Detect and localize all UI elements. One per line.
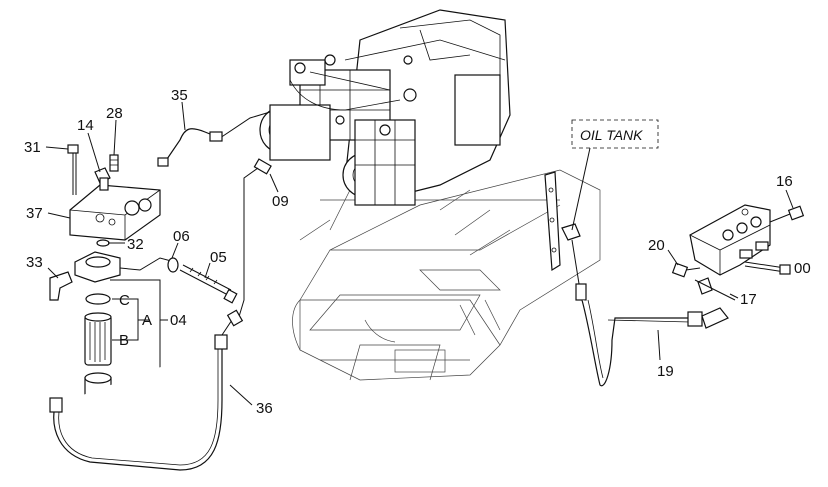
hydraulic-pump-assembly <box>259 9 511 206</box>
filter-seal-c <box>85 293 111 305</box>
hose-19 <box>571 239 729 387</box>
callout-c: C <box>119 292 130 309</box>
callout-14: 14 <box>77 117 94 134</box>
fitting-09 <box>237 158 272 321</box>
callout-28: 28 <box>106 105 123 122</box>
fitting-28 <box>109 154 119 172</box>
callout-04: 04 <box>170 312 187 329</box>
callout-35: 35 <box>171 87 188 104</box>
callout-05: 05 <box>210 249 227 266</box>
valve-block-37 <box>69 184 161 241</box>
elbow-fitting-33 <box>49 271 73 301</box>
control-valve-block <box>689 204 771 276</box>
callout-06: 06 <box>173 228 190 245</box>
machine-chassis-outline <box>292 169 601 381</box>
bolt-31 <box>67 144 79 195</box>
o-ring-32 <box>96 239 110 247</box>
callout-00: 00 <box>794 260 811 277</box>
bolt-05 <box>179 264 238 304</box>
oil-tank-label: OIL TANK <box>580 127 643 143</box>
callout-31: 31 <box>24 139 41 156</box>
callout-19: 19 <box>657 363 674 380</box>
callout-b: B <box>119 332 129 349</box>
fitting-17 <box>694 277 736 301</box>
oil-tank-bracket <box>544 171 581 272</box>
callout-16: 16 <box>776 173 793 190</box>
oil-tank-callout-box <box>571 119 659 231</box>
callout-36: 36 <box>256 400 273 417</box>
callout-09: 09 <box>272 193 289 210</box>
fitting-14 <box>94 167 111 191</box>
filter-element-b <box>84 312 112 366</box>
washer-06 <box>167 257 179 273</box>
callout-20: 20 <box>648 237 665 254</box>
callout-labels: 31 14 28 35 37 32 06 05 33 C A 04 B 36 0… <box>24 87 811 417</box>
leader-lines <box>45 101 794 406</box>
callout-37: 37 <box>26 205 43 222</box>
hose-35 <box>157 111 271 167</box>
callout-33: 33 <box>26 254 43 271</box>
hose-36 <box>49 309 244 471</box>
bolt-00 <box>744 261 791 275</box>
fitting-16 <box>769 205 805 223</box>
callout-32: 32 <box>127 236 144 253</box>
filter-head <box>74 251 176 283</box>
fitting-20 <box>671 262 701 278</box>
callout-a: A <box>142 312 152 329</box>
callout-17: 17 <box>740 291 757 308</box>
